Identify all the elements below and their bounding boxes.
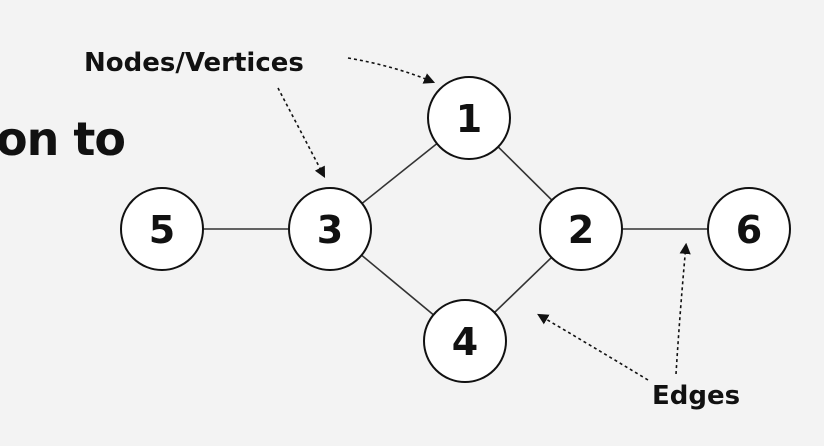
node-circle-6	[707, 187, 791, 271]
node-circle-5	[120, 187, 204, 271]
node-label-2: 2	[568, 208, 594, 252]
node-2: 2	[539, 187, 623, 271]
node-6: 6	[707, 187, 791, 271]
edges-to-edge-2-6-arrow	[675, 242, 691, 375]
node-label-5: 5	[149, 208, 175, 252]
nodes-layer: 1 2 3 4 5 6	[120, 76, 791, 383]
nodes-vertices-label: Nodes/Vertices	[84, 48, 304, 78]
node-label-6: 6	[736, 208, 762, 252]
edges-label: Edges	[652, 381, 740, 411]
nodes-to-node-3-arrow	[277, 87, 326, 178]
node-label-1: 1	[456, 97, 482, 141]
node-4: 4	[423, 299, 507, 383]
node-label-3: 3	[317, 208, 343, 252]
nodes-to-node-1-arrow	[347, 57, 436, 84]
node-5: 5	[120, 187, 204, 271]
node-3: 3	[288, 187, 372, 271]
node-label-4: 4	[452, 320, 478, 364]
node-circle-1	[427, 76, 511, 160]
edges-to-edge-4-2-arrow	[537, 313, 649, 381]
node-1: 1	[427, 76, 511, 160]
partial-title: on to	[0, 112, 126, 166]
node-circle-4	[423, 299, 507, 383]
node-circle-3	[288, 187, 372, 271]
node-circle-2	[539, 187, 623, 271]
